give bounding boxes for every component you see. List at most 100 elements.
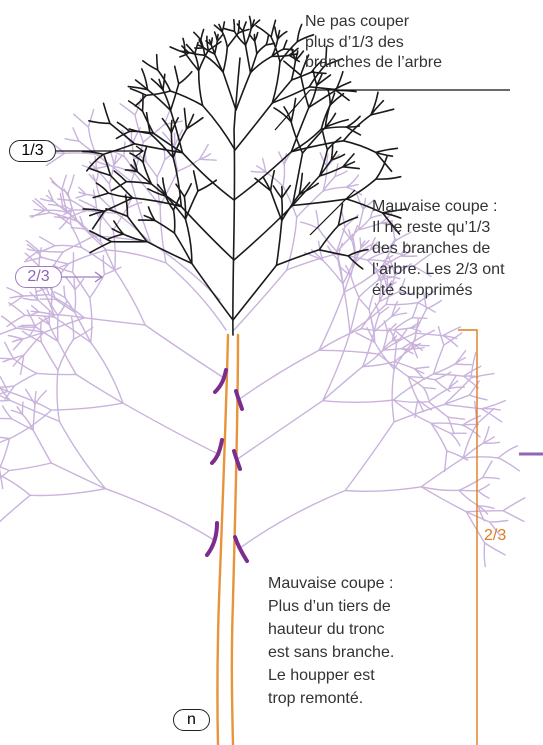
kept-branch — [293, 199, 347, 205]
kept-branch — [189, 53, 205, 56]
kept-branch — [171, 84, 179, 111]
removed-branch — [360, 299, 369, 310]
middle-note: Mauvaise coupe : Il ne reste qu’1/3 des … — [372, 196, 505, 301]
kept-branch — [309, 87, 334, 90]
crown-third-label: 1/3 — [9, 140, 56, 162]
removed-branch — [90, 298, 92, 343]
removed-branch — [0, 439, 10, 469]
removed-branch — [483, 478, 500, 479]
removed-branch — [135, 115, 143, 142]
removed-branch — [76, 374, 123, 403]
removed-branch — [30, 489, 105, 496]
removed-branch — [323, 187, 346, 191]
removed-branch — [84, 318, 145, 325]
removed-branch — [392, 369, 394, 422]
kept-branch — [328, 89, 331, 105]
removed-branch — [412, 318, 427, 319]
removed-branch — [287, 254, 335, 270]
removed-branch — [41, 342, 58, 370]
kept-branch — [234, 206, 293, 261]
removed-branch — [93, 190, 96, 208]
middle-note-line: Il ne reste qu’1/3 — [372, 217, 505, 238]
removed-branch — [62, 175, 66, 189]
kept-branch — [183, 38, 185, 52]
kept-branch — [323, 132, 328, 150]
removed-branch — [481, 401, 505, 409]
crown-two-thirds-label: 2/3 — [15, 266, 62, 288]
kept-branch — [199, 50, 209, 71]
removed-branch — [424, 388, 429, 400]
removed-branch — [342, 211, 345, 227]
removed-branch — [41, 321, 42, 342]
removed-branch — [284, 154, 286, 165]
top-note-line: branches de l’arbre — [305, 53, 442, 74]
removed-branch — [490, 521, 508, 523]
removed-branch — [9, 303, 25, 316]
removed-branch — [323, 367, 363, 401]
removed-branch — [74, 114, 89, 127]
removed-branch — [0, 437, 10, 439]
removed-branch — [0, 358, 14, 359]
removed-branch — [22, 402, 23, 415]
removed-branch — [33, 430, 51, 463]
removed-branch — [115, 270, 145, 325]
removed-branch — [459, 490, 478, 506]
removed-branch — [74, 279, 75, 290]
removed-branch — [503, 498, 525, 511]
kept-branch — [223, 47, 227, 72]
removed-branch — [26, 389, 35, 404]
removed-branch — [72, 210, 87, 211]
removed-branch — [75, 279, 84, 290]
kept-branch — [277, 250, 320, 265]
removed-branch — [234, 270, 287, 330]
bottom-note-line: Plus d’un tiers de — [268, 595, 394, 618]
trunk-pill-label: n — [173, 709, 210, 731]
removed-branch — [475, 402, 477, 425]
removed-branch — [200, 159, 217, 160]
kept-branch — [273, 186, 281, 198]
removed-branch — [65, 153, 97, 154]
kept-branch — [284, 49, 294, 50]
kept-branch — [184, 184, 191, 197]
removed-branch — [178, 159, 200, 171]
bottom-note: Mauvaise coupe : Plus d’un tiers de haut… — [268, 572, 394, 710]
removed-branch — [351, 276, 359, 297]
kept-branch — [171, 120, 172, 132]
kept-branch — [155, 220, 175, 233]
kept-branch — [272, 55, 289, 56]
crown-third-arrow — [56, 146, 143, 156]
kept-branch — [126, 182, 151, 184]
bottom-note-line: trop remonté. — [268, 687, 394, 710]
removed-branch — [397, 330, 407, 343]
kept-branch — [199, 71, 203, 106]
removed-branch — [0, 469, 3, 489]
removed-branch — [455, 364, 472, 365]
kept-branch — [135, 95, 146, 106]
kept-branch — [93, 193, 108, 198]
removed-branch — [37, 373, 76, 374]
top-note-line: Ne pas couper — [305, 12, 442, 33]
removed-branch — [498, 458, 519, 471]
kept-branch — [198, 180, 216, 191]
kept-branch — [186, 191, 198, 219]
removed-branch — [429, 389, 449, 402]
removed-branch — [444, 395, 469, 404]
removed-branch — [58, 341, 76, 374]
removed-branch — [40, 237, 55, 246]
removed-branch — [484, 543, 485, 567]
kept-branch — [319, 226, 338, 250]
removed-branch — [424, 388, 436, 389]
removed-branch — [18, 327, 36, 328]
kept-branch — [201, 30, 204, 40]
bottom-note-line: hauteur du tronc — [268, 618, 394, 641]
removed-branch — [64, 286, 65, 298]
kept-branch — [205, 55, 223, 72]
removed-branch — [498, 446, 517, 458]
removed-branch — [433, 374, 463, 376]
removed-branch — [31, 311, 39, 312]
removed-branch — [14, 359, 37, 373]
removed-branch — [323, 400, 394, 402]
top-note: Ne pas couper plus d’1/3 des branches de… — [305, 12, 442, 74]
removed-branch — [319, 292, 344, 350]
kept-branch — [223, 28, 234, 31]
